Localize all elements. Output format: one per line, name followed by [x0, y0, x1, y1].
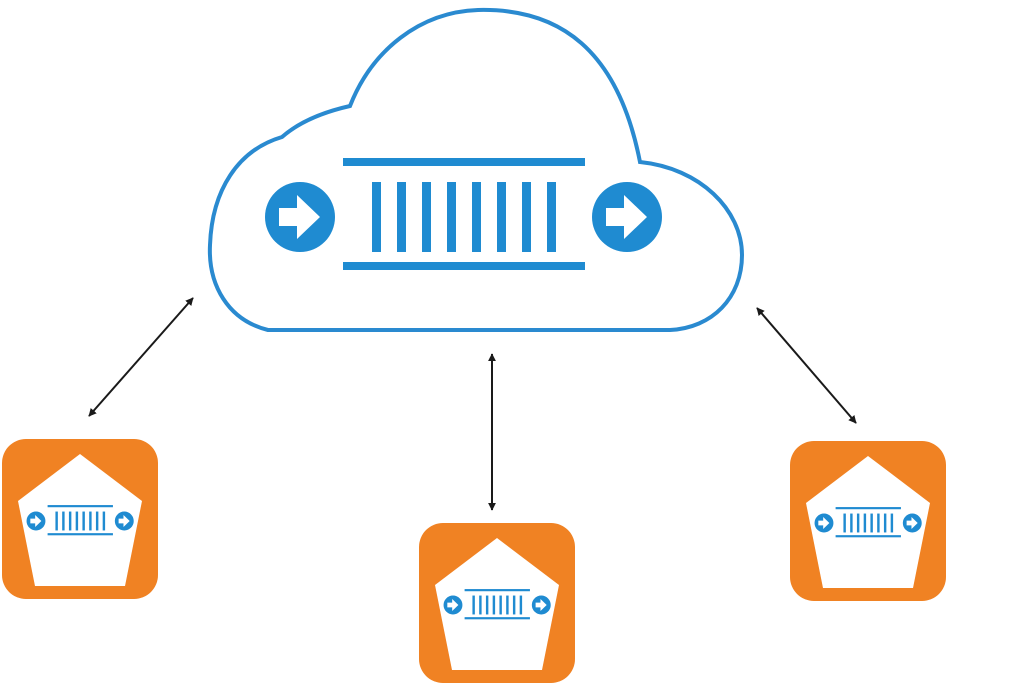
- cloud-icon: [207, 7, 745, 332]
- pentagon-node-icon: [790, 441, 946, 601]
- message-queue-icon: [265, 158, 662, 270]
- pentagon-node-icon: [419, 523, 575, 683]
- node-left: [2, 439, 158, 599]
- link-right: [756, 307, 857, 424]
- node-center: [419, 523, 575, 683]
- node-right: [790, 441, 946, 601]
- links-group: [88, 297, 857, 511]
- pentagon-node-icon: [2, 439, 158, 599]
- link-left: [88, 297, 194, 417]
